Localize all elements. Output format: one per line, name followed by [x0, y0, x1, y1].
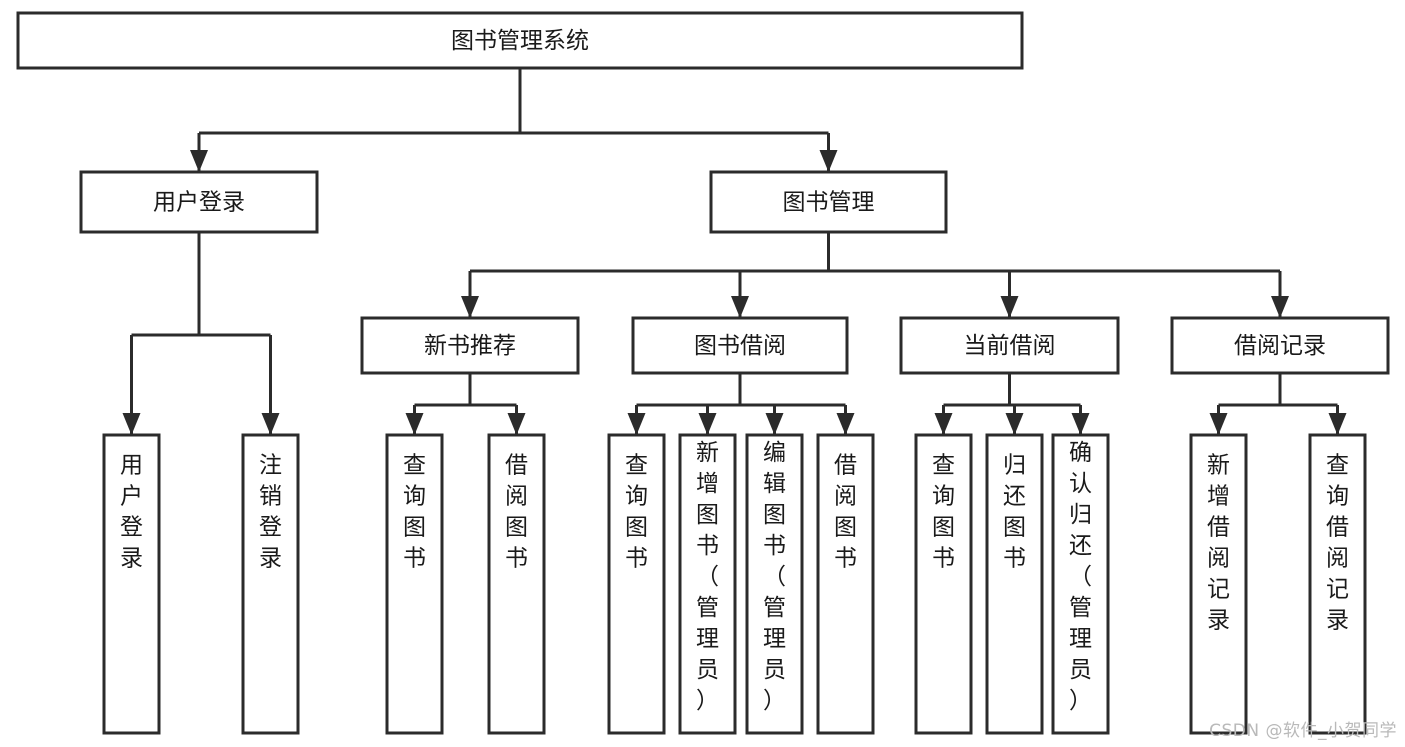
- node-borrow-record[interactable]: 借阅记录: [1170, 316, 1390, 375]
- arrow-head-current-borrow-0: [934, 413, 953, 435]
- arrow-head-book-borrow-3: [836, 413, 855, 435]
- node-box-leaf-return-book: [985, 433, 1044, 735]
- node-leaf-borrow-book[interactable]: 借阅图书: [816, 433, 875, 735]
- node-leaf-return-book[interactable]: 归还图书: [985, 433, 1044, 735]
- node-layer: 图书管理系统用户登录图书管理新书推荐图书借阅当前借阅借阅记录用户登录注销登录查询…: [16, 11, 1390, 735]
- node-box-borrow-record: [1170, 316, 1390, 375]
- node-leaf-user-login[interactable]: 用户登录: [102, 433, 161, 735]
- node-label-leaf-query-book-current: 查询图书: [932, 453, 955, 572]
- node-label-book-management: 图书管理: [783, 190, 875, 216]
- node-label-leaf-confirm-return: 确认归还（管理员）: [1069, 440, 1092, 714]
- node-box-leaf-confirm-return: [1051, 433, 1110, 735]
- arrow-head-book-management-2: [1000, 296, 1019, 318]
- node-label-book-borrow: 图书借阅: [694, 333, 786, 359]
- node-new-book-recommend[interactable]: 新书推荐: [360, 316, 580, 375]
- node-leaf-add-borrow-record[interactable]: 新增借阅记录: [1189, 433, 1248, 735]
- arrow-head-current-borrow-2: [1071, 413, 1090, 435]
- node-label-leaf-user-login: 用户登录: [120, 453, 143, 572]
- node-leaf-query-book-current[interactable]: 查询图书: [914, 433, 973, 735]
- node-label-leaf-add-borrow-record: 新增借阅记录: [1207, 453, 1230, 634]
- node-label-leaf-query-book-recommend: 查询图书: [403, 453, 426, 572]
- node-box-leaf-query-book-recommend: [385, 433, 444, 735]
- arrow-head-borrow-record-1: [1328, 413, 1347, 435]
- arrow-head-new-book-recommend-1: [507, 413, 526, 435]
- node-label-leaf-edit-book: 编辑图书（管理员）: [763, 440, 786, 714]
- arrow-head-user-login-1: [261, 413, 280, 435]
- node-box-leaf-query-book-borrow: [607, 433, 666, 735]
- node-box-leaf-user-login: [102, 433, 161, 735]
- node-box-leaf-query-book-current: [914, 433, 973, 735]
- watermark-text: CSDN @软件_小贺同学: [1209, 721, 1397, 741]
- node-box-current-borrow: [899, 316, 1120, 375]
- node-book-management[interactable]: 图书管理: [709, 170, 948, 234]
- node-label-leaf-return-book: 归还图书: [1003, 453, 1026, 572]
- arrow-head-user-login-0: [122, 413, 141, 435]
- node-label-new-book-recommend: 新书推荐: [424, 333, 516, 359]
- node-current-borrow[interactable]: 当前借阅: [899, 316, 1120, 375]
- arrow-head-new-book-recommend-0: [405, 413, 424, 435]
- node-box-leaf-add-borrow-record: [1189, 433, 1248, 735]
- node-box-root: [16, 11, 1024, 70]
- node-label-user-login: 用户登录: [153, 190, 245, 216]
- node-box-leaf-borrow-book: [816, 433, 875, 735]
- node-leaf-edit-book[interactable]: 编辑图书（管理员）: [745, 433, 804, 735]
- node-leaf-confirm-return[interactable]: 确认归还（管理员）: [1051, 433, 1110, 735]
- node-box-new-book-recommend: [360, 316, 580, 375]
- node-user-login[interactable]: 用户登录: [79, 170, 319, 234]
- node-label-borrow-record: 借阅记录: [1234, 333, 1326, 359]
- node-label-leaf-logout: 注销登录: [259, 453, 282, 572]
- node-leaf-query-book-borrow[interactable]: 查询图书: [607, 433, 666, 735]
- arrow-head-book-management-3: [1271, 296, 1289, 318]
- arrow-head-root-1: [819, 150, 838, 172]
- node-leaf-add-book[interactable]: 新增图书（管理员）: [678, 433, 737, 735]
- node-box-leaf-borrow-book-recommend: [487, 433, 546, 735]
- node-leaf-borrow-book-recommend[interactable]: 借阅图书: [487, 433, 546, 735]
- node-leaf-query-borrow-record[interactable]: 查询借阅记录: [1308, 433, 1367, 735]
- arrow-head-root-0: [190, 150, 208, 172]
- node-label-leaf-borrow-book-recommend: 借阅图书: [505, 453, 528, 572]
- node-leaf-logout[interactable]: 注销登录: [241, 433, 300, 735]
- node-leaf-query-book-recommend[interactable]: 查询图书: [385, 433, 444, 735]
- node-root[interactable]: 图书管理系统: [16, 11, 1024, 70]
- arrow-head-book-management-0: [461, 296, 479, 318]
- node-box-book-management: [709, 170, 948, 234]
- node-box-book-borrow: [631, 316, 849, 375]
- node-box-user-login: [79, 170, 319, 234]
- node-book-borrow[interactable]: 图书借阅: [631, 316, 849, 375]
- arrow-head-book-management-1: [731, 296, 749, 318]
- arrow-head-book-borrow-0: [627, 413, 646, 435]
- node-box-leaf-logout: [241, 433, 300, 735]
- arrow-head-borrow-record-0: [1209, 413, 1228, 435]
- node-label-leaf-query-book-borrow: 查询图书: [625, 453, 648, 572]
- node-label-current-borrow: 当前借阅: [964, 333, 1056, 359]
- arrow-head-book-borrow-1: [698, 413, 717, 435]
- node-box-leaf-add-book: [678, 433, 737, 735]
- arrow-head-book-borrow-2: [765, 413, 784, 435]
- node-label-leaf-borrow-book: 借阅图书: [834, 453, 857, 572]
- connector-layer: [122, 68, 1347, 435]
- node-label-root: 图书管理系统: [451, 28, 589, 54]
- node-box-leaf-query-borrow-record: [1308, 433, 1367, 735]
- node-box-leaf-edit-book: [745, 433, 804, 735]
- arrow-head-current-borrow-1: [1005, 413, 1024, 435]
- node-label-leaf-add-book: 新增图书（管理员）: [696, 440, 719, 714]
- node-label-leaf-query-borrow-record: 查询借阅记录: [1326, 453, 1349, 634]
